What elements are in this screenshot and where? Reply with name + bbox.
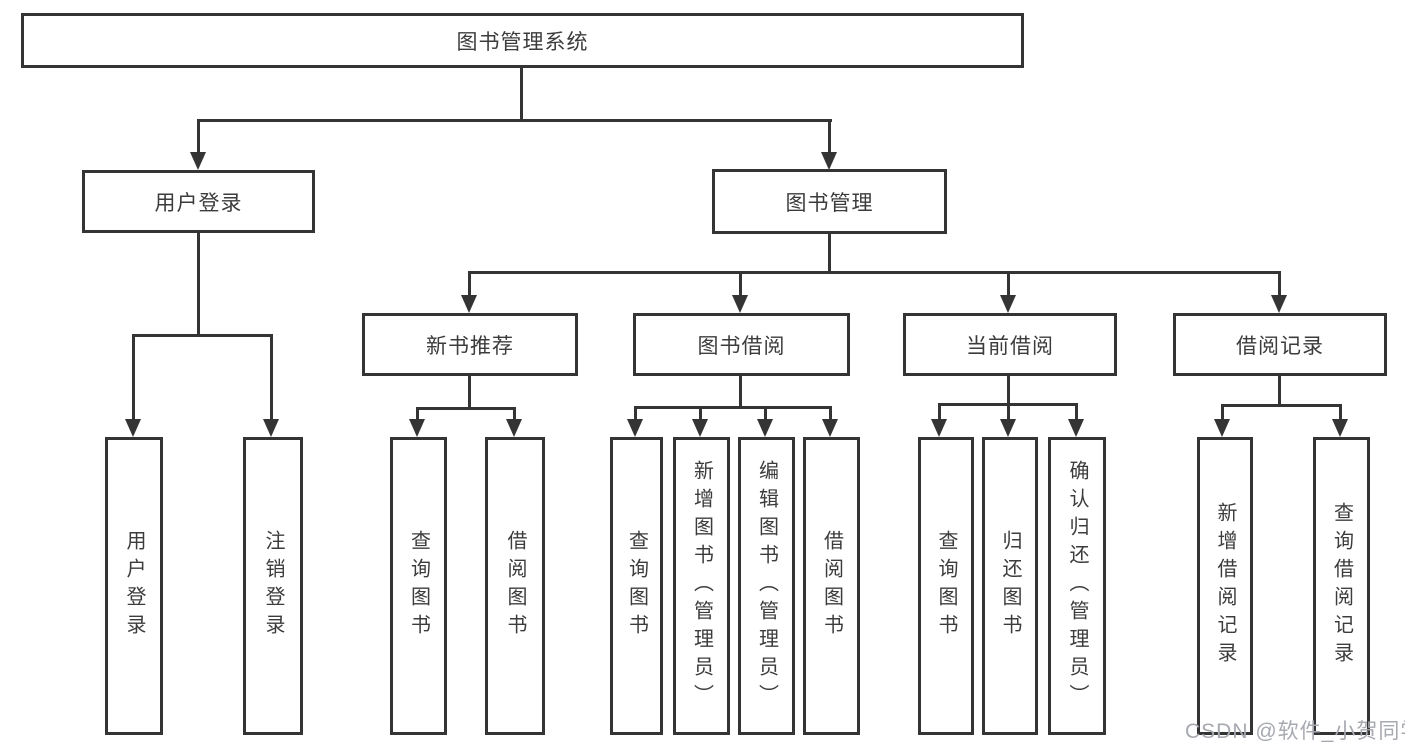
arrowhead-down-icon [692, 419, 708, 437]
arrowhead-down-icon [1068, 419, 1084, 437]
leaf-label: 借阅图书 [504, 530, 526, 642]
node-library-management-system: 图书管理系统 [21, 13, 1024, 68]
arrowhead-down-icon [1271, 295, 1287, 313]
connector-currentborrow-to-query [938, 403, 941, 421]
connector-userlogin-to-logout [270, 334, 273, 419]
connector-userlogin-stem [197, 233, 200, 337]
arrowhead-down-icon [821, 152, 837, 170]
node-borrow-record: 借阅记录 [1173, 313, 1387, 376]
leaf-label: 新增借阅记录 [1214, 502, 1236, 670]
connector-newbook-to-query [416, 407, 419, 421]
leaf-label: 借阅图书 [820, 530, 843, 642]
node-label: 用户登录 [154, 191, 243, 215]
node-current-borrow: 当前借阅 [903, 313, 1117, 376]
leaf-label: 查询图书 [407, 530, 430, 642]
csdn-watermark: CSDN @软件_小贺同学 [1185, 720, 1405, 743]
node-new-book-recommend: 新书推荐 [362, 313, 578, 376]
node-book-management: 图书管理 [712, 169, 947, 234]
leaf-currentborrow-return-books: 归还图书 [982, 437, 1038, 735]
connector-bookborrow-to-borrow [829, 406, 832, 421]
leaf-borrowrecord-add-record: 新增借阅记录 [1197, 437, 1253, 735]
arrowhead-down-icon [263, 419, 279, 437]
leaf-currentborrow-confirm-return-admin: 确认归还（管理员） [1048, 437, 1106, 735]
leaf-label: 用户登录 [123, 530, 145, 642]
arrowhead-down-icon [125, 419, 141, 437]
connector-to-borrow-record [1278, 271, 1281, 297]
connector-root-to-book-management [828, 119, 831, 153]
leaf-bookborrow-add-books-admin: 新增图书（管理员） [673, 437, 730, 735]
arrowhead-down-icon [627, 419, 643, 437]
connector-newbook-to-borrow [513, 407, 516, 421]
connector-currentborrow-to-return [1007, 403, 1010, 421]
leaf-label: 归还图书 [999, 530, 1021, 642]
leaf-label: 新增图书（管理员） [690, 460, 713, 712]
connector-root-stem [520, 68, 523, 120]
node-user-login: 用户登录 [82, 170, 315, 233]
node-label: 图书借阅 [697, 334, 786, 358]
arrowhead-down-icon [931, 419, 947, 437]
connector-bookborrow-stem [739, 376, 742, 409]
connector-borrowrecord-stem [1278, 376, 1281, 407]
connector-bookborrow-to-add [699, 406, 702, 421]
connector-to-new-book [468, 271, 471, 297]
leaf-bookborrow-borrow-books: 借阅图书 [803, 437, 860, 735]
leaf-logout: 注销登录 [243, 437, 303, 735]
node-label: 当前借阅 [966, 334, 1054, 358]
leaf-label: 查询图书 [935, 530, 957, 642]
connector-bookmgmt-stem [828, 234, 831, 274]
connector-newbook-stem [468, 376, 471, 410]
leaf-bookborrow-edit-books-admin: 编辑图书（管理员） [738, 437, 795, 735]
connector-currentborrow-stem [1007, 376, 1010, 406]
leaf-label: 查询图书 [625, 530, 648, 642]
connector-userlogin-bar [132, 334, 273, 337]
connector-bookmgmt-bar [468, 271, 1281, 274]
arrowhead-down-icon [1214, 419, 1230, 437]
leaf-label: 确认归还（管理员） [1066, 460, 1088, 712]
node-label: 图书管理 [785, 191, 874, 215]
leaf-newbook-borrow-books: 借阅图书 [485, 437, 545, 735]
connector-to-current-borrow [1007, 271, 1010, 297]
arrowhead-down-icon [757, 419, 773, 437]
node-label: 借阅记录 [1236, 334, 1324, 358]
arrowhead-down-icon [1332, 419, 1348, 437]
connector-bookborrow-to-edit [764, 406, 767, 421]
connector-bookborrow-bar [634, 406, 832, 409]
leaf-label: 编辑图书（管理员） [755, 460, 778, 712]
connector-currentborrow-to-confirm [1075, 403, 1078, 421]
connector-to-book-borrow [739, 271, 742, 297]
leaf-borrowrecord-query-record: 查询借阅记录 [1313, 437, 1370, 735]
arrowhead-down-icon [1000, 295, 1016, 313]
node-label: 新书推荐 [426, 334, 514, 358]
leaf-label: 注销登录 [262, 530, 284, 642]
arrowhead-down-icon [506, 419, 522, 437]
node-label: 图书管理系统 [456, 30, 589, 54]
node-book-borrow: 图书借阅 [633, 313, 850, 376]
connector-userlogin-to-login [132, 334, 135, 419]
arrowhead-down-icon [1000, 419, 1016, 437]
connector-bookborrow-to-query [634, 406, 637, 421]
arrowhead-down-icon [822, 419, 838, 437]
arrowhead-down-icon [461, 295, 477, 313]
connector-newbook-bar [416, 407, 516, 410]
arrowhead-down-icon [190, 152, 206, 170]
leaf-currentborrow-query-books: 查询图书 [918, 437, 974, 735]
leaf-user-login: 用户登录 [105, 437, 163, 735]
connector-borrowrecord-to-add [1221, 404, 1224, 421]
connector-root-to-user-login [197, 119, 200, 153]
arrowhead-down-icon [409, 419, 425, 437]
arrowhead-down-icon [732, 295, 748, 313]
connector-borrowrecord-to-query [1339, 404, 1342, 421]
leaf-bookborrow-query-books: 查询图书 [610, 437, 663, 735]
connector-borrowrecord-bar [1221, 404, 1342, 407]
leaf-newbook-query-books: 查询图书 [390, 437, 447, 735]
leaf-label: 查询借阅记录 [1330, 502, 1353, 670]
connector-root-bar [197, 119, 832, 122]
